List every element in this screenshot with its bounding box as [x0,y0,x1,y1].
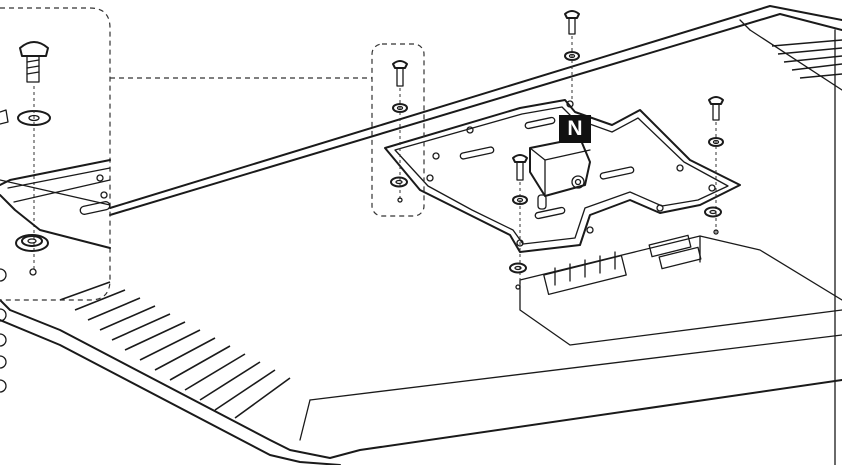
vent-slots-top-right [771,39,842,79]
screw-assembly-top [564,10,580,100]
screw-assembly-right [704,96,724,235]
magnified-detail [0,7,111,301]
connector-panel [519,234,842,346]
callout-label-n: N [559,115,591,143]
tv-back-panel [0,5,842,466]
detail-callout-box [371,43,425,217]
vent-slots-bottom-left [59,281,291,419]
screw-assembly-center [509,154,528,290]
cut-off-parts-left [0,268,7,393]
